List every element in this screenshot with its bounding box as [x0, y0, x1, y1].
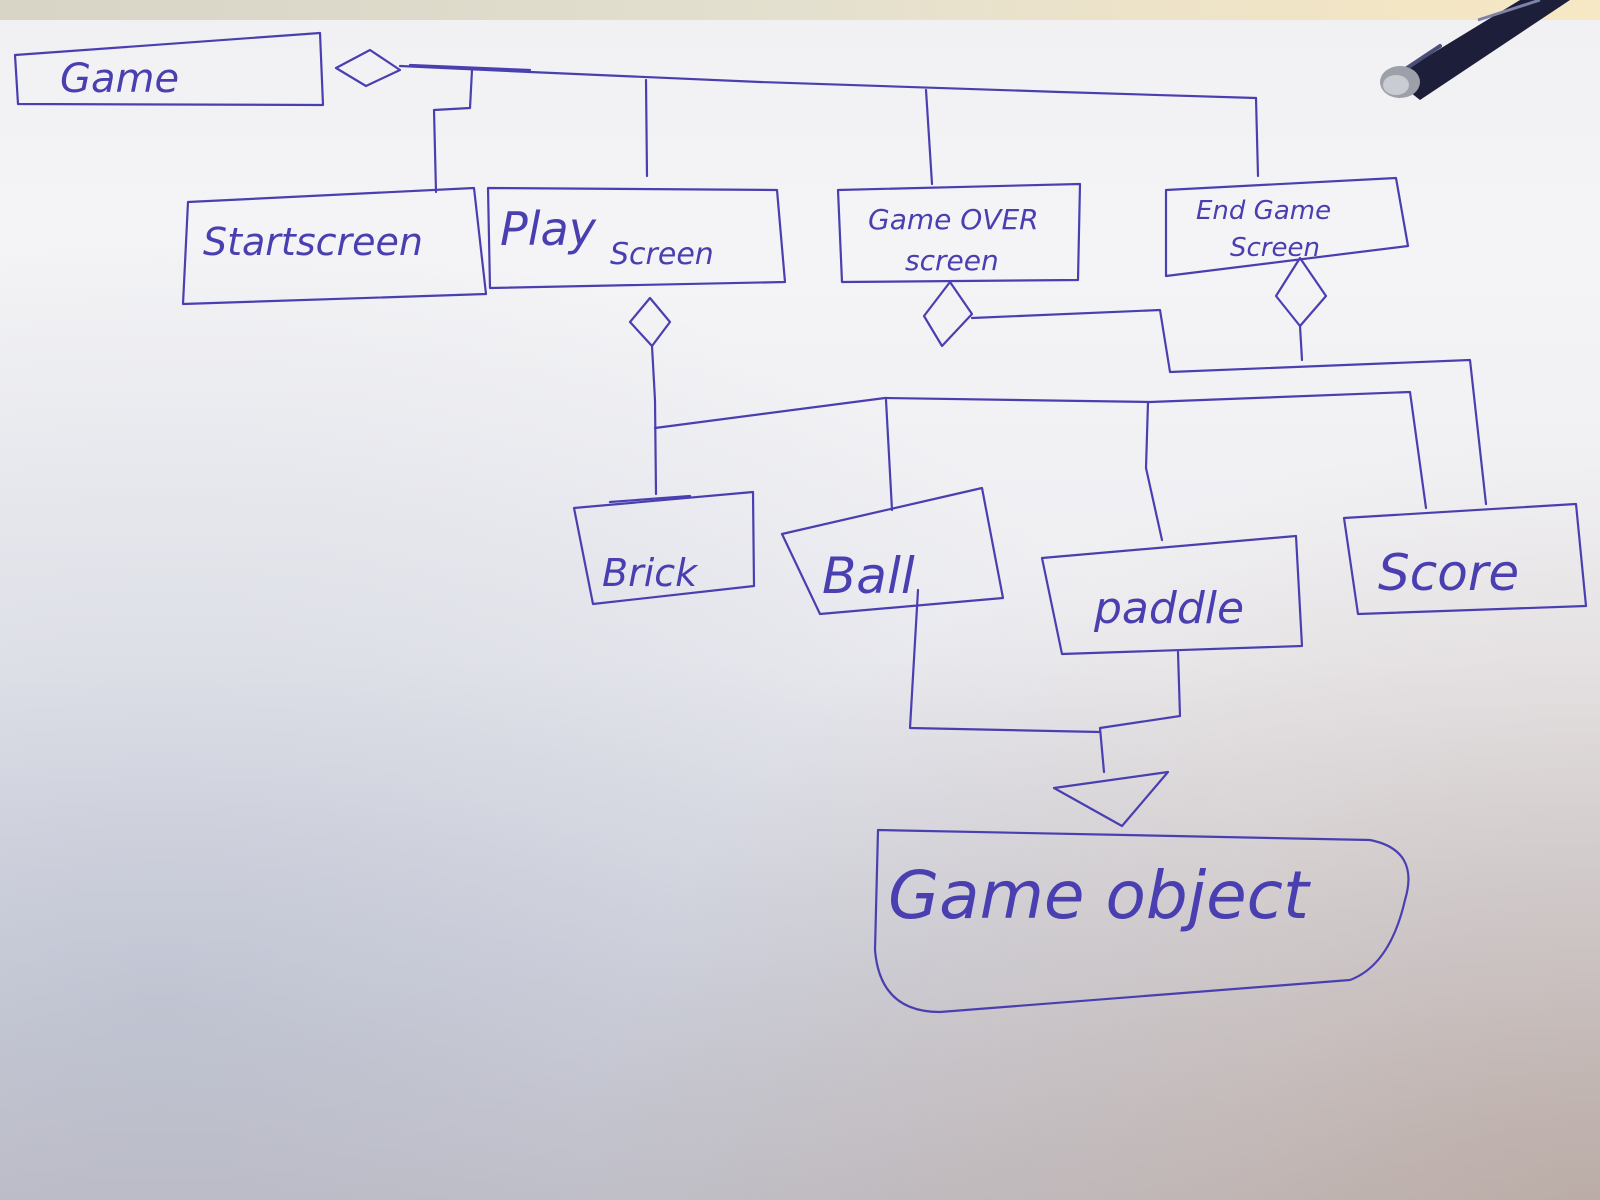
class-start-screen-label: Startscreen	[203, 220, 423, 264]
connector-ball-gameobject	[908, 588, 1102, 734]
class-score-label: Score	[1378, 544, 1519, 602]
class-game-over-screen-label-2: screen	[905, 244, 999, 277]
class-brick: Brick	[572, 490, 756, 606]
connector-game-endgamescreen	[1254, 96, 1260, 178]
class-game-over-screen-label-1: Game OVER	[868, 203, 1039, 236]
connector-endgamescreen-score	[1298, 324, 1304, 362]
aggregation-diamond-endgamescreen	[1274, 256, 1328, 328]
class-end-game-screen-label-2: Screen	[1230, 233, 1320, 263]
aggregation-diamond-gameoverscreen	[922, 280, 974, 348]
connector-game-playscreen	[644, 78, 649, 178]
class-game-object-label: Game object	[888, 857, 1311, 934]
class-game-object: Game object	[873, 828, 1410, 1014]
aggregation-diamond-playscreen	[628, 296, 672, 348]
pen-icon	[1380, 0, 1570, 100]
class-paddle: paddle	[1040, 534, 1304, 656]
class-end-game-screen: End Game Screen	[1164, 176, 1410, 278]
class-game-label: Game	[60, 56, 179, 102]
class-score: Score	[1342, 502, 1588, 616]
class-paddle-label: paddle	[1093, 583, 1244, 634]
connector-game-trunk	[398, 63, 1258, 100]
class-game-over-screen: Game OVER screen	[836, 182, 1082, 284]
class-play-screen-label-2: Screen	[610, 237, 714, 272]
class-play-screen-label-1: Play	[500, 202, 597, 256]
class-game: Game	[13, 31, 325, 107]
connector-playscreen-children	[650, 344, 1428, 542]
class-end-game-screen-label-1: End Game	[1196, 196, 1331, 226]
connector-paddle-gameobject	[1098, 650, 1182, 774]
connector-gameoverscreen-score	[970, 308, 1488, 506]
class-ball: Ball	[780, 486, 1005, 616]
class-brick-label: Brick	[602, 551, 699, 595]
generalization-arrow-gameobject	[1052, 770, 1170, 828]
connector-game-startscreen	[432, 68, 474, 194]
connector-game-gameoverscreen	[924, 88, 934, 186]
desk-edge	[0, 0, 1600, 20]
class-start-screen: Startscreen	[181, 186, 488, 306]
aggregation-diamond-game	[334, 48, 402, 88]
class-ball-label: Ball	[822, 547, 915, 605]
class-play-screen: Play Screen	[486, 186, 787, 290]
